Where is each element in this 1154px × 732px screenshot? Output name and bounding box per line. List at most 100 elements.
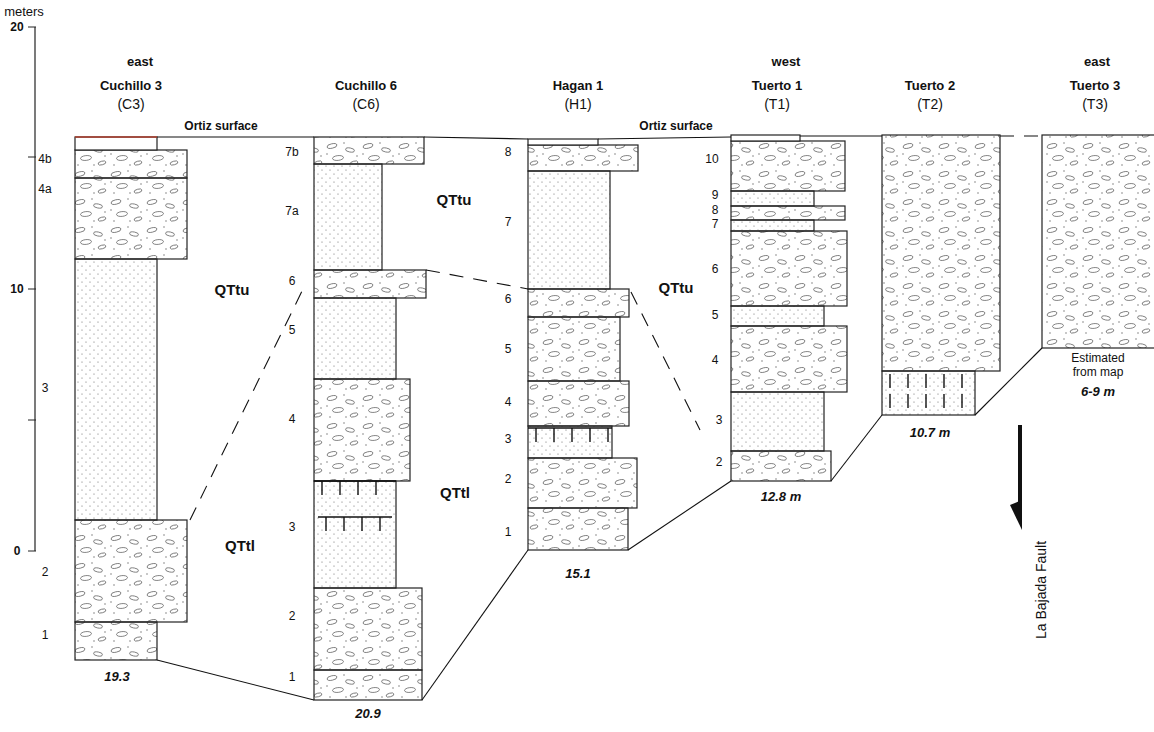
gravel-bed bbox=[528, 317, 620, 381]
fault-arrow bbox=[1010, 425, 1022, 530]
bed-number: 8 bbox=[712, 204, 719, 218]
root-tick bbox=[925, 374, 926, 388]
gravel-bed bbox=[528, 381, 629, 426]
correlation-line bbox=[831, 415, 882, 481]
bed-number: 6 bbox=[289, 275, 296, 289]
root-line bbox=[318, 516, 392, 517]
thickness-value: 19.3 bbox=[104, 670, 129, 685]
root-tick bbox=[943, 394, 944, 408]
unit-label: QTtl bbox=[440, 484, 470, 501]
root-tick bbox=[357, 481, 358, 495]
bed-number: 5 bbox=[505, 343, 512, 357]
correlation-line bbox=[424, 137, 528, 139]
thickness-value: 15.1 bbox=[565, 567, 590, 582]
root-tick bbox=[925, 394, 926, 408]
bed-number: 2 bbox=[716, 456, 723, 470]
section-name: Hagan 1 bbox=[553, 79, 604, 94]
sand-bed bbox=[731, 392, 824, 451]
section-code: (H1) bbox=[564, 96, 591, 112]
section-code: (T2) bbox=[917, 96, 943, 112]
bed-number: 7b bbox=[285, 146, 298, 160]
section-code: (C3) bbox=[117, 96, 144, 112]
bed-number: 1 bbox=[289, 671, 296, 685]
fault-head bbox=[1010, 500, 1022, 530]
gravel-bed bbox=[314, 137, 424, 164]
fault-name: La Bajada Fault bbox=[1033, 541, 1049, 639]
unit-label: QTtu bbox=[437, 191, 472, 208]
bed-number: 3 bbox=[505, 433, 512, 447]
axis-tick bbox=[28, 289, 36, 290]
bed-number: 4 bbox=[505, 396, 512, 410]
direction-label: east bbox=[1084, 55, 1110, 70]
direction-label: east bbox=[127, 55, 153, 70]
gravel-bed bbox=[75, 150, 187, 178]
root-tick bbox=[889, 374, 890, 388]
gravel-bed bbox=[75, 622, 157, 660]
bed-number: 6 bbox=[505, 293, 512, 307]
bed-number: 7a bbox=[285, 205, 298, 219]
root-tick bbox=[339, 481, 340, 495]
bed-number: 4a bbox=[38, 183, 51, 197]
dashed-contact bbox=[631, 292, 700, 430]
root-tick bbox=[907, 394, 908, 408]
bed-number: 1 bbox=[42, 629, 49, 643]
section-code: (C6) bbox=[352, 96, 379, 112]
bed-number: 8 bbox=[505, 146, 512, 160]
dashed-contact bbox=[426, 270, 528, 289]
root-tick bbox=[943, 374, 944, 388]
bed-number: 3 bbox=[716, 414, 723, 428]
soil-top bbox=[75, 136, 157, 138]
gravel-bed bbox=[75, 520, 187, 622]
bed-number: 2 bbox=[505, 473, 512, 487]
soil-bed bbox=[75, 137, 157, 150]
sand-bed bbox=[314, 481, 396, 588]
surface-label: Ortiz surface bbox=[182, 120, 259, 134]
axis-value: 10 bbox=[10, 283, 23, 297]
bed-number: 5 bbox=[289, 324, 296, 338]
section-code: (T3) bbox=[1082, 96, 1108, 112]
bed-number: 3 bbox=[289, 521, 296, 535]
sand-bed bbox=[882, 371, 975, 415]
section-name: Tuerto 3 bbox=[1070, 79, 1120, 94]
axis-title: meters bbox=[4, 5, 44, 20]
bed-number: 7 bbox=[712, 218, 719, 232]
gravel-bed bbox=[528, 289, 629, 317]
root-marks bbox=[314, 374, 962, 531]
thin-bed bbox=[731, 135, 800, 141]
sand-bed bbox=[731, 306, 824, 326]
gravel-bed bbox=[75, 178, 187, 259]
correlation-line bbox=[157, 660, 314, 700]
axis-tick bbox=[28, 27, 36, 28]
bed-number: 3 bbox=[42, 382, 49, 396]
root-tick bbox=[571, 428, 572, 442]
unit-label: QTtu bbox=[659, 279, 694, 296]
fault-shaft bbox=[1018, 425, 1022, 505]
root-line bbox=[528, 427, 612, 428]
gravel-bed bbox=[528, 508, 628, 550]
sand-bed bbox=[528, 426, 612, 458]
bed-number: 9 bbox=[712, 189, 719, 203]
dashed-contact bbox=[1000, 135, 1042, 136]
root-tick bbox=[961, 394, 962, 408]
direction-label: west bbox=[772, 55, 801, 70]
root-tick bbox=[325, 517, 326, 531]
root-tick bbox=[375, 481, 376, 495]
correlation-line bbox=[800, 135, 882, 136]
axis-value: 20 bbox=[10, 21, 23, 35]
axis-tick bbox=[28, 551, 36, 552]
bed-number: 4b bbox=[38, 153, 51, 167]
gravel-bed bbox=[314, 270, 426, 298]
bed-number: 6 bbox=[712, 263, 719, 277]
unit-label: QTtl bbox=[225, 537, 255, 554]
section-name: Tuerto 2 bbox=[905, 79, 955, 94]
root-tick bbox=[553, 428, 554, 442]
root-tick bbox=[321, 481, 322, 495]
root-tick bbox=[889, 394, 890, 408]
bed-number: 10 bbox=[705, 153, 718, 167]
sand-bed bbox=[731, 191, 814, 206]
correlation-lines bbox=[157, 136, 1042, 700]
gravel-bed bbox=[731, 206, 845, 220]
gravel-bed bbox=[1042, 135, 1154, 348]
estimate-note: Estimated from map bbox=[1059, 352, 1137, 380]
